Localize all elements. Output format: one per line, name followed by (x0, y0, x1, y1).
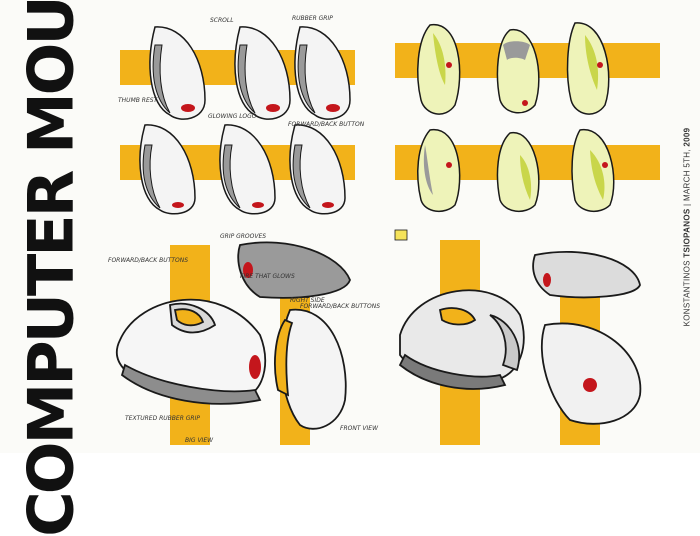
panel-bottom-left: GRIP GROOVES FORWARD/BACK BUTTONS FIRE T… (100, 225, 380, 450)
annotation-forward-back-buttons-left: FORWARD/BACK BUTTONS (108, 257, 189, 264)
panel-bottom-right-drawing (394, 229, 642, 445)
lime-shading (433, 33, 605, 200)
red-accents (446, 62, 608, 168)
panel-top-left-drawing (120, 26, 355, 215)
annotation-big-view: BIG VIEW (185, 437, 214, 444)
annotation-glowing-logo: GLOWING LOGO (208, 113, 257, 120)
annotation-thumb-rest: THUMB REST (118, 97, 158, 104)
grip-shading (142, 44, 316, 209)
red-accent (543, 273, 551, 287)
mouse-top-render (532, 251, 642, 425)
mouse-side-render (398, 289, 525, 390)
annotation-textured-rubber-grip: TEXTURED RUBBER GRIP (125, 415, 200, 422)
panel-bottom-left-drawing (115, 241, 351, 445)
panel-top-right-drawing (395, 22, 660, 212)
mouse-big-view (115, 298, 267, 405)
annotation-forward-back-button: FORWARD/BACK BUTTON (288, 121, 365, 128)
mouse-top-view (237, 241, 351, 430)
red-accent (243, 262, 253, 278)
red-accent (583, 378, 597, 392)
annotation-rubber-grip: RUBBER GRIP (292, 15, 333, 22)
credit-separator: | (682, 203, 692, 206)
annotation-scroll: SCROLL (210, 17, 234, 24)
credit-line: KONSTANTINOS TSIOPANOS | MARCH 5TH, 2009 (678, 0, 696, 453)
credit-first-name: KONSTANTINOS (682, 259, 692, 326)
annotation-right-side: RIGHT SIDE (290, 297, 325, 304)
sticky-note-icon (394, 229, 408, 241)
vertical-title: COMPUTER MOUSE (6, 0, 96, 536)
grey-shading (423, 41, 530, 195)
credit-last-name: TSIOPANOS (682, 207, 692, 258)
red-accent (249, 355, 261, 379)
credit-year: 2009 (682, 127, 692, 147)
sketch-sheet: COMPUTER MOUSE KONSTANTINOS TSIOPANOS | … (6, 0, 696, 536)
annotation-front-view: FRONT VIEW (340, 425, 379, 432)
annotation-forward-back-buttons-right: FORWARD/BACK BUTTONS (300, 303, 381, 310)
annotation-fire-that-glows: FIRE THAT GLOWS (240, 273, 295, 280)
panel-top-right (385, 5, 665, 220)
panel-top-left: SCROLL RUBBER GRIP THUMB REST GLOWING LO… (100, 5, 370, 220)
title-text: COMPUTER MOUSE (14, 0, 88, 536)
credit-date: MARCH 5TH, (682, 148, 692, 201)
credit-text: KONSTANTINOS TSIOPANOS | MARCH 5TH, 2009 (683, 127, 692, 326)
mouse-sketch (139, 26, 351, 215)
red-accents (172, 104, 340, 208)
panel-bottom-right (385, 225, 670, 450)
annotation-grip-grooves: GRIP GROOVES (220, 233, 267, 240)
